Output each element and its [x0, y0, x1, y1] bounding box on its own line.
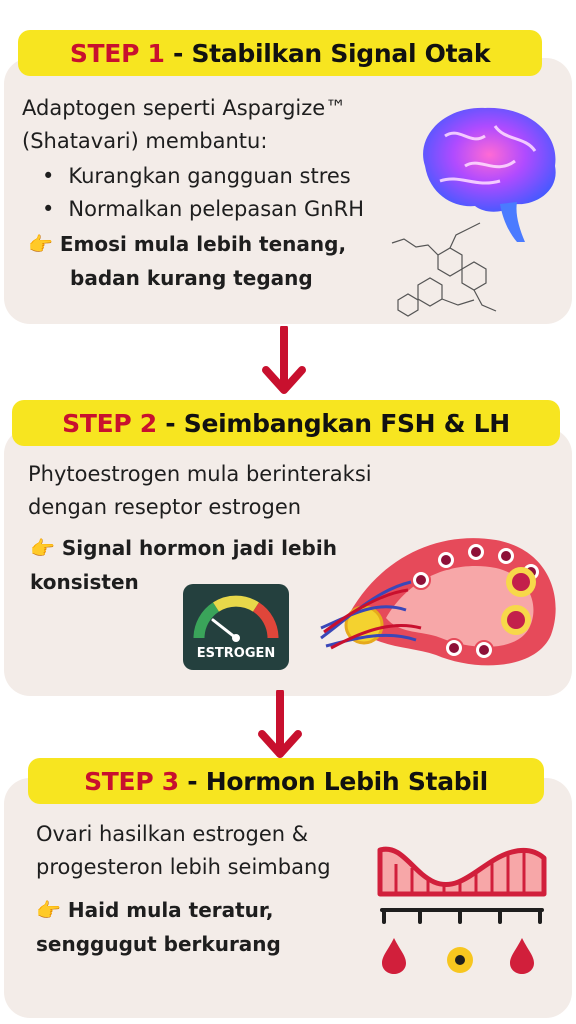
pointing-hand-icon: 👉: [30, 536, 55, 560]
step-1-highlight-2: badan kurang tegang: [70, 266, 313, 290]
ovary-icon: [320, 538, 556, 666]
step-2-highlight-text-1: Signal hormon jadi lebih: [61, 536, 337, 560]
estrogen-gauge: ESTROGEN: [183, 584, 289, 670]
step-1-label: STEP 1: [69, 38, 165, 68]
step-2-label: STEP 2: [62, 408, 157, 438]
step-2-line-1: Phytoestrogen mula berinteraksi: [28, 462, 372, 486]
step-2-banner: STEP 2 - Seimbangkan FSH & LH: [12, 400, 560, 446]
pointing-hand-icon: 👉: [36, 898, 61, 922]
step-2-line-2: dengan reseptor estrogen: [28, 495, 302, 519]
step-1-bullet-2: Normalkan pelepasan GnRH: [42, 193, 364, 226]
cycle-chart-icon: [377, 846, 547, 974]
arrow-down-icon: [262, 326, 306, 394]
arrow-down-icon: [258, 690, 302, 758]
molecule-icon: [391, 222, 497, 317]
step-3-highlight-1: 👉 Haid mula teratur,: [36, 894, 273, 927]
step-2-title: - Seimbangkan FSH & LH: [165, 408, 510, 438]
step-1-line-2: (Shatavari) membantu:: [22, 129, 268, 153]
pointing-hand-icon: 👉: [28, 232, 53, 256]
step-3-card: [4, 778, 572, 1018]
step-3-line-2: progesteron lebih seimbang: [36, 855, 331, 879]
step-3-highlight-text-1: Haid mula teratur,: [67, 898, 274, 922]
step-1-banner: STEP 1 - Stabilkan Signal Otak: [18, 30, 542, 76]
step-1-bullet-list: Kurangkan gangguan stres Normalkan pelep…: [42, 160, 364, 226]
step-1-highlight-1: 👉 Emosi mula lebih tenang,: [28, 228, 346, 261]
step-1-line-1: Adaptogen seperti Aspargize™: [22, 96, 347, 120]
step-1-highlight-text-1: Emosi mula lebih tenang,: [59, 232, 347, 256]
step-3-line-1: Ovari hasilkan estrogen &: [36, 822, 309, 846]
step-3-banner: STEP 3 - Hormon Lebih Stabil: [28, 758, 544, 804]
step-1-title: - Stabilkan Signal Otak: [173, 38, 491, 68]
gauge-label: ESTROGEN: [196, 646, 276, 661]
gauge-dial-icon: [193, 595, 279, 642]
step-1-bullet-1: Kurangkan gangguan stres: [42, 160, 364, 193]
step-2-highlight-1: 👉 Signal hormon jadi lebih: [30, 532, 337, 565]
step-2-highlight-2: konsisten: [30, 570, 139, 594]
step-3-title: - Hormon Lebih Stabil: [187, 766, 488, 796]
brain-icon: [423, 107, 556, 242]
step-3-highlight-2: senggugut berkurang: [36, 932, 281, 956]
step-3-label: STEP 3: [84, 766, 179, 796]
